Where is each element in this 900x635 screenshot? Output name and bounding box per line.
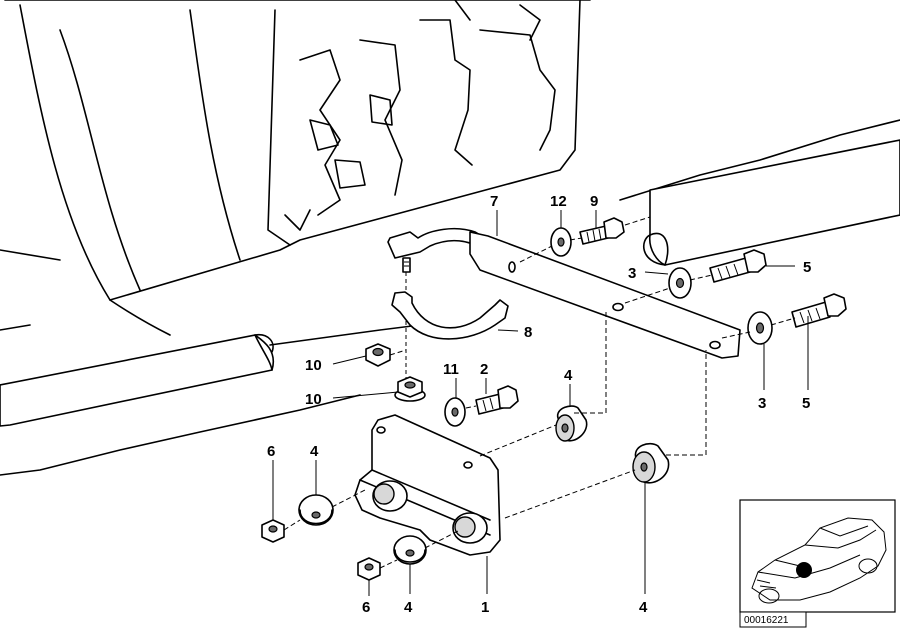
callout-4-lower-left: 4 <box>404 599 413 616</box>
bracket-arm <box>469 231 741 359</box>
callout-8: 8 <box>524 324 532 341</box>
callout-2: 2 <box>480 361 488 378</box>
callout-12: 12 <box>550 193 567 210</box>
thumbnail-caption: 00016221 <box>744 615 789 626</box>
callout-7: 7 <box>490 193 498 210</box>
exhaust-pipe-right <box>642 139 900 266</box>
pipe-clamp-lower <box>391 291 509 340</box>
thumbnail-frame <box>739 499 896 613</box>
leader-lines <box>272 210 809 596</box>
bolt-5-lower <box>791 293 847 328</box>
car-silhouette <box>751 517 887 604</box>
callout-labels: 7 12 9 3 5 8 10 10 11 2 4 3 5 6 4 6 4 1 … <box>267 193 811 616</box>
rubber-mount-upper <box>555 405 588 442</box>
hex-nut-6-lower <box>357 557 381 581</box>
callout-3-lower: 3 <box>758 395 766 412</box>
callout-4-left: 4 <box>310 443 319 460</box>
callout-11: 11 <box>443 361 459 378</box>
washer-3-lower <box>747 311 773 345</box>
bolt-5-upper <box>709 249 767 283</box>
callout-4-lower-right: 4 <box>639 599 648 616</box>
hex-nut-6-upper <box>261 519 285 543</box>
caption-box <box>739 611 807 628</box>
callout-5-upper: 5 <box>803 259 811 276</box>
callout-9: 9 <box>590 193 598 210</box>
assembly-lines <box>283 216 796 569</box>
callout-6-upper: 6 <box>267 443 275 460</box>
washer-12 <box>550 227 572 257</box>
callout-6-lower: 6 <box>362 599 370 616</box>
callout-10-upper: 10 <box>305 357 322 374</box>
exhaust-pipe-left <box>0 333 275 427</box>
callout-3-upper: 3 <box>628 265 636 282</box>
flange-nut-lower <box>394 376 426 402</box>
mounting-bracket <box>354 414 501 556</box>
callout-5-lower: 5 <box>802 395 810 412</box>
bolt-9 <box>579 217 625 245</box>
washer-11 <box>444 397 466 427</box>
rubber-mount-left <box>298 494 334 526</box>
locator-thumbnail: 00016221 <box>739 499 896 628</box>
bolt-2 <box>475 385 519 415</box>
callout-4-mid: 4 <box>564 367 573 384</box>
callout-10-lower: 10 <box>305 391 322 408</box>
washer-3-upper <box>668 267 692 299</box>
rubber-mount-right <box>632 442 670 484</box>
callout-1: 1 <box>481 599 489 616</box>
stud-bolt <box>402 257 411 378</box>
flange-nut-upper <box>365 343 391 367</box>
rubber-mount-left-lower <box>393 535 427 565</box>
transmission-housing <box>4 0 591 336</box>
location-marker <box>796 562 812 578</box>
